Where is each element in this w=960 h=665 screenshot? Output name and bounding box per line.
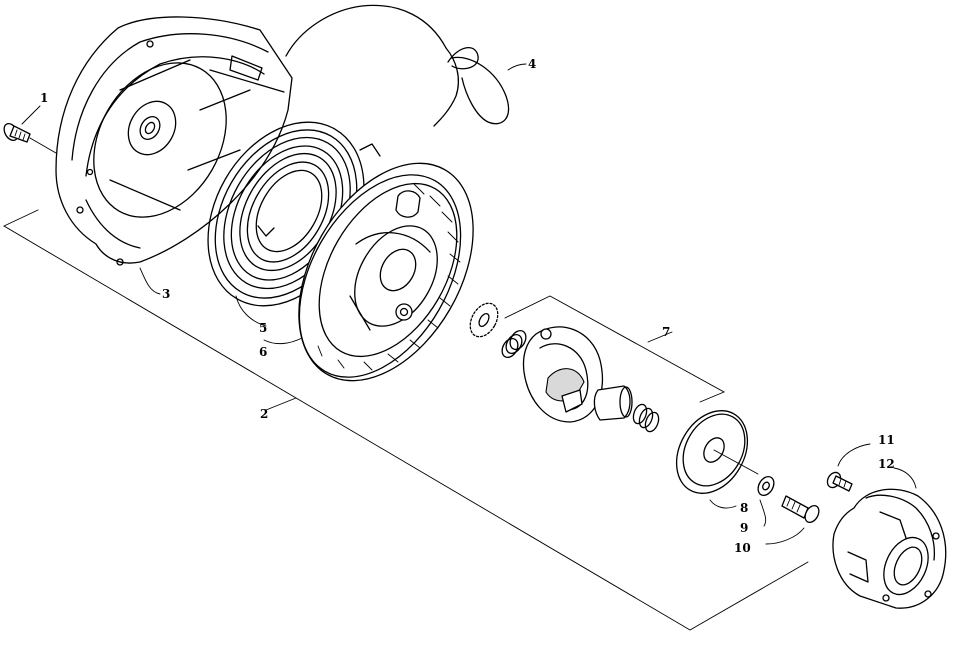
part-washer bbox=[469, 302, 499, 338]
part-12-drive-cup bbox=[832, 467, 947, 609]
callout-label-3: 3 bbox=[162, 287, 170, 301]
callout-label-2: 2 bbox=[260, 407, 268, 421]
part-11-bolt bbox=[826, 443, 871, 492]
part-9-washer bbox=[757, 476, 775, 527]
part-3-housing bbox=[55, 16, 293, 295]
callout-label-1: 1 bbox=[40, 91, 48, 105]
part-10-bolt bbox=[765, 495, 820, 545]
callout-label-7: 7 bbox=[662, 325, 670, 339]
part-6-pulley bbox=[263, 162, 474, 382]
callout-label-12: 12 bbox=[878, 457, 895, 471]
assembly-bracket-7 bbox=[504, 295, 726, 403]
callout-label-6: 6 bbox=[259, 345, 267, 359]
callout-label-9: 9 bbox=[740, 521, 748, 535]
callout-label-8: 8 bbox=[740, 501, 748, 515]
assembly-bracket-2 bbox=[3, 209, 809, 631]
part-small-spring bbox=[501, 330, 527, 358]
part-7-ratchet bbox=[522, 326, 660, 433]
callout-label-5: 5 bbox=[259, 321, 267, 335]
callout-label-11: 11 bbox=[878, 433, 895, 447]
part-5-recoil-spring bbox=[207, 121, 381, 327]
leader-line-1 bbox=[21, 105, 41, 125]
part-4-starter-rope bbox=[285, 4, 527, 127]
part-8-friction-plate bbox=[675, 410, 759, 509]
callout-label-4: 4 bbox=[528, 57, 536, 71]
callout-label-10: 10 bbox=[734, 541, 751, 555]
